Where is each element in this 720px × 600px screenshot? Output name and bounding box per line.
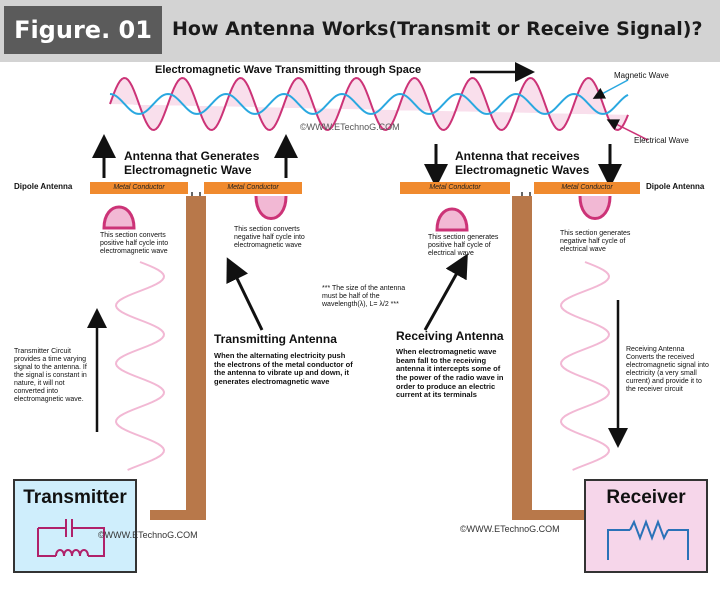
rx-diagonal-arrow [423, 253, 468, 331]
rx-dipole-label: Dipole Antenna [646, 182, 705, 191]
tx-positive-half [102, 205, 136, 230]
figure-title: How Antenna Works(Transmit or Receive Si… [172, 18, 703, 40]
tx-vertical-wave [114, 261, 166, 471]
rx-right-note: This section generates negative half cyc… [560, 230, 631, 254]
electrical-wave-label: Electrical Wave [634, 136, 689, 145]
rx-antenna-desc: When electromagnetic wave beam fall to t… [396, 347, 504, 400]
rx-watermark: ©WWW.ETechnoG.COM [460, 524, 560, 534]
electrical-pointer [606, 119, 649, 141]
tx-circuit-note: Transmitter Circuit provides a time vary… [14, 348, 87, 404]
top-caption: Electromagnetic Wave Transmitting throug… [155, 64, 422, 76]
tx-left-note: This section converts positive half cycl… [100, 232, 169, 256]
rx-circuit-note: Receiving Antenna Converts the received … [626, 346, 709, 394]
wave-watermark: ©WWW.ETechnoG.COM [300, 122, 400, 132]
tx-right-note: This section converts negative half cycl… [234, 226, 305, 250]
figure-label: Figure. 01 [4, 6, 162, 54]
rx-conductor-left: Metal Conductor [400, 182, 510, 194]
rx-antenna-title: Receiving Antenna [396, 329, 504, 343]
vertical-sine [114, 261, 166, 471]
resistor-circuit [607, 519, 689, 560]
magnetic-wave-label: Magnetic Wave [614, 71, 669, 80]
magnetic-wave-line [109, 92, 629, 115]
magnetic-pointer [592, 79, 629, 99]
receiver-label: Receiver [606, 487, 686, 508]
tx-negative-half [254, 195, 288, 220]
tx-antenna-title: Transmitting Antenna [214, 332, 337, 346]
rx-conductor-right: Metal Conductor [534, 182, 640, 194]
tx-watermark: ©WWW.ETechnoG.COM [98, 530, 198, 540]
rx-left-note: This section generates positive half cyc… [428, 234, 499, 258]
tx-conductor-right: Metal Conductor [204, 182, 302, 194]
electrical-wave-line [109, 76, 629, 132]
transmitter-label: Transmitter [23, 487, 127, 508]
rx-vertical-wave [559, 261, 611, 471]
rx-antenna-mast [512, 196, 532, 518]
vertical-sine [559, 261, 611, 471]
tx-dipole-label: Dipole Antenna [14, 182, 73, 191]
rx-antenna-base [512, 510, 588, 520]
lc-circuit [37, 519, 105, 557]
transmitter-box [13, 479, 137, 573]
tx-heading: Antenna that Generates Electromagnetic W… [124, 149, 260, 177]
tx-antenna-base [150, 510, 206, 520]
em-wave [109, 76, 629, 132]
antenna-size-note: *** The size of the antenna must be half… [322, 285, 406, 309]
tx-antenna-mast [186, 196, 206, 518]
tx-antenna-desc: When the alternating electricity push th… [214, 351, 353, 386]
rx-negative-half [578, 195, 612, 220]
rx-heading: Antenna that receives Electromagnetic Wa… [455, 149, 590, 177]
receiver-box [584, 479, 708, 573]
tx-conductor-left: Metal Conductor [90, 182, 188, 194]
rx-positive-half [435, 207, 469, 232]
tx-diagonal-arrow [226, 257, 264, 331]
